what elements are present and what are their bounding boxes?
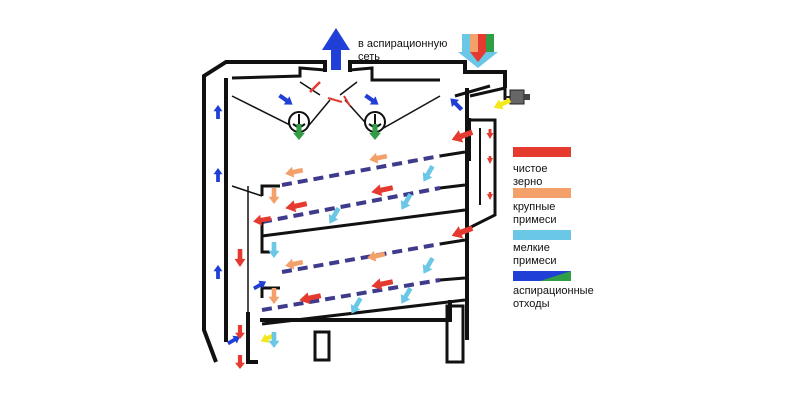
machine-legs — [313, 304, 465, 364]
large-impurity-flow-arrow-icon — [268, 188, 280, 204]
inlet-chute — [454, 84, 507, 232]
clean-grain-flow-arrow-icon — [285, 200, 308, 213]
aspiration-chambers — [231, 66, 441, 131]
large-impurity-flow-arrow-icon — [285, 258, 304, 270]
legend-label-line1: чистое — [513, 163, 548, 175]
small-impurity-flow-arrow-icon — [422, 257, 435, 274]
clean-grain-flow-arrow-icon — [299, 292, 322, 305]
feed-flow-arrow-icon — [493, 98, 512, 110]
clean-grain-flow-arrow-icon — [451, 225, 474, 239]
machine-frame — [202, 60, 507, 364]
motor-icon — [505, 89, 530, 105]
legend-item-large-impurities: крупные примеси — [513, 188, 571, 226]
air-flow-arrow-icon — [213, 168, 223, 182]
small-impurity-flow-arrow-icon — [350, 297, 363, 314]
air-flow-arrow-icon — [450, 98, 464, 112]
clean-grain-flow-arrow-icon — [486, 129, 494, 139]
legend-label-line2: зерно — [513, 176, 542, 188]
legend-swatch-aspiration-waste — [513, 271, 571, 281]
waste-flow-arrow-icon — [293, 124, 305, 140]
legend-label-line2: примеси — [513, 255, 557, 267]
legend-swatch-clean-grain — [513, 147, 571, 157]
legend-item-aspiration-waste: аспирационные отходы — [513, 271, 594, 310]
small-impurity-flow-arrow-icon — [268, 242, 280, 258]
top-label-line2: сеть — [358, 51, 380, 63]
large-impurity-flow-arrow-icon — [268, 288, 280, 304]
top-label-line1: в аспирационную — [358, 38, 447, 50]
clean-grain-flow-arrow-icon — [371, 278, 394, 291]
air-flow-arrow-icon — [226, 335, 241, 346]
clean-grain-flow-arrow-icon — [487, 156, 493, 164]
waste-flow-arrow-icon — [369, 124, 381, 140]
legend-swatch-large-impurities — [513, 188, 571, 198]
legend-label-line2: отходы — [513, 298, 550, 310]
clean-grain-flow-arrow-icon — [235, 355, 245, 369]
air-flow-arrow-icon — [213, 105, 223, 119]
legend-label-line1: мелкие — [513, 242, 550, 254]
clean-grain-flow-arrow-icon — [253, 214, 272, 226]
air-flow-arrow-icon — [213, 265, 223, 279]
clean-grain-flow-arrow-icon — [234, 249, 246, 267]
flow-arrows — [213, 93, 512, 369]
large-impurity-flow-arrow-icon — [369, 152, 388, 164]
legend-item-clean-grain: чистое зерно — [513, 147, 571, 188]
legend: чистое зерно крупные примеси мелкие прим… — [513, 147, 594, 310]
legend-item-small-impurities: мелкие примеси — [513, 230, 571, 267]
small-impurity-flow-arrow-icon — [422, 165, 435, 182]
clean-grain-flow-arrow-icon — [487, 192, 493, 200]
large-impurity-flow-arrow-icon — [285, 166, 304, 178]
legend-label-line1: аспирационные — [513, 285, 594, 297]
legend-swatch-small-impurities — [513, 230, 571, 240]
legend-label-line2: примеси — [513, 214, 557, 226]
air-flow-arrow-icon — [252, 280, 267, 291]
air-flow-arrow-icon — [364, 93, 379, 105]
small-impurity-flow-arrow-icon — [268, 332, 280, 348]
small-impurity-flow-arrow-icon — [400, 287, 413, 304]
sieve-decks — [231, 150, 466, 326]
clean-grain-flow-arrow-icon — [235, 325, 245, 339]
air-up-arrow-icon — [322, 28, 350, 70]
air-flow-arrow-icon — [278, 93, 293, 105]
legend-label-line1: крупные — [513, 201, 555, 213]
clean-grain-flow-arrow-icon — [451, 129, 474, 143]
small-impurity-flow-arrow-icon — [400, 193, 413, 210]
large-impurity-flow-arrow-icon — [367, 250, 386, 262]
grain-inlet-arrow-icon — [458, 34, 498, 68]
small-impurity-flow-arrow-icon — [328, 207, 341, 224]
clean-grain-flow-arrow-icon — [371, 184, 394, 197]
